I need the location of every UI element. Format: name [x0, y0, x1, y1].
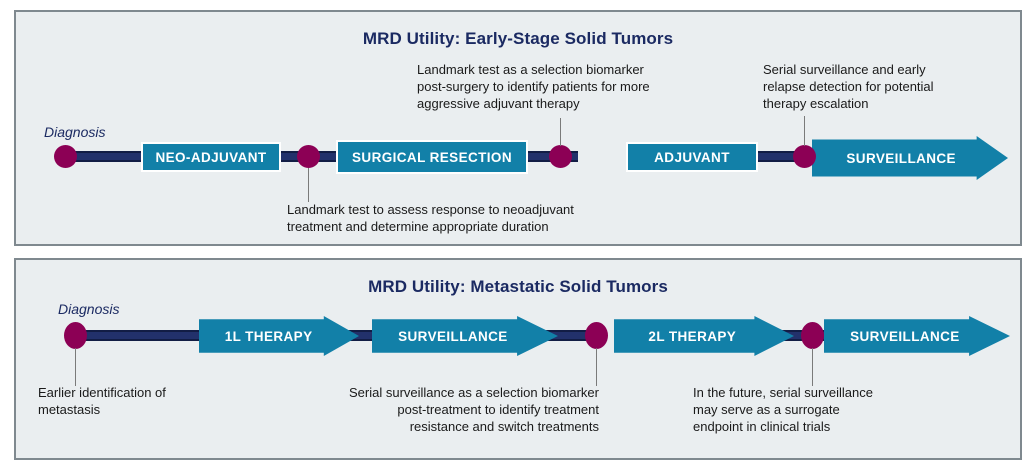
milestone-dot-post-adjuvant[interactable] — [793, 145, 816, 168]
callout-line: metastasis — [38, 402, 101, 417]
leader-line-post-surveillance-1 — [596, 348, 597, 386]
stage-adjuvant[interactable]: ADJUVANT — [626, 142, 758, 172]
callout-line: endpoint in clinical trials — [693, 419, 831, 434]
leader-line-post-2l-therapy — [812, 348, 813, 386]
stage-label: SURVEILLANCE — [850, 328, 960, 344]
callout-line: Serial surveillance as a selection bioma… — [348, 385, 599, 400]
panel-title-metastatic: MRD Utility: Metastatic Solid Tumors — [368, 277, 668, 296]
milestone-dot-post-surgery[interactable] — [549, 145, 572, 168]
callout-line: may serve as a surrogate — [693, 402, 840, 417]
callout-surrogate-endpoint: In the future, serial surveillance may s… — [693, 384, 943, 435]
callout-serial-surveillance-relapse: Serial surveillance and early relapse de… — [763, 61, 1003, 112]
callout-line: Earlier identification of — [38, 385, 166, 400]
callout-line: aggressive adjuvant therapy — [417, 96, 580, 111]
leader-line-diagnosis — [75, 348, 76, 386]
stage-2l-therapy[interactable]: 2L THERAPY — [614, 316, 794, 356]
stage-1l-therapy[interactable]: 1L THERAPY — [199, 316, 359, 356]
milestone-dot-post-surveillance-1[interactable] — [585, 322, 608, 349]
milestone-dot-diagnosis[interactable] — [64, 322, 87, 349]
callout-line: Serial surveillance and early — [763, 62, 926, 77]
callout-line: post-surgery to identify patients for mo… — [417, 79, 650, 94]
callout-earlier-identification: Earlier identification of metastasis — [38, 384, 228, 418]
connector-segment-1 — [78, 330, 208, 341]
panel-title-early-stage: MRD Utility: Early-Stage Solid Tumors — [362, 29, 674, 48]
callout-post-surgery-biomarker: Landmark test as a selection biomarker p… — [417, 61, 707, 112]
milestone-dot-post-neoadjuvant[interactable] — [297, 145, 320, 168]
callout-line: treatment and determine appropriate dura… — [287, 219, 549, 234]
stage-surveillance[interactable]: SURVEILLANCE — [812, 136, 1008, 180]
leader-line-post-adjuvant — [804, 116, 805, 146]
callout-line: resistance and switch treatments — [409, 419, 599, 434]
stage-surveillance-2[interactable]: SURVEILLANCE — [824, 316, 1010, 356]
connector-segment-3 — [541, 330, 607, 341]
stage-label: 1L THERAPY — [224, 328, 313, 344]
milestone-dot-diagnosis[interactable] — [54, 145, 77, 168]
stage-neo-adjuvant[interactable]: NEO-ADJUVANT — [141, 142, 281, 172]
callout-line: therapy escalation — [763, 96, 869, 111]
callout-neoadjuvant-response: Landmark test to assess response to neoa… — [287, 201, 687, 235]
diagnosis-label-metastatic: Diagnosis — [58, 301, 120, 317]
stage-label: SURGICAL RESECTION — [352, 149, 512, 165]
stage-surveillance-1[interactable]: SURVEILLANCE — [372, 316, 558, 356]
callout-line: relapse detection for potential — [763, 79, 934, 94]
connector-segment-3 — [516, 151, 578, 162]
callout-serial-surveillance-selection: Serial surveillance as a selection bioma… — [266, 384, 599, 435]
stage-label: 2L THERAPY — [648, 328, 737, 344]
milestone-dot-post-2l-therapy[interactable] — [801, 322, 824, 349]
callout-line: In the future, serial surveillance — [693, 385, 873, 400]
stage-label: SURVEILLANCE — [846, 150, 956, 166]
callout-line: Landmark test to assess response to neoa… — [287, 202, 574, 217]
connector-segment-2 — [346, 330, 378, 341]
connector-segment-1 — [64, 151, 154, 162]
leader-line-post-surgery — [560, 118, 561, 146]
callout-line: Landmark test as a selection biomarker — [417, 62, 644, 77]
connector-segment-4 — [743, 151, 810, 162]
stage-label: NEO-ADJUVANT — [155, 149, 267, 165]
leader-line-post-neoadjuvant — [308, 168, 309, 202]
diagnosis-label-early-stage: Diagnosis — [44, 124, 106, 140]
stage-label: ADJUVANT — [654, 149, 730, 165]
panel-metastatic-solid-tumors: MRD Utility: Metastatic Solid Tumors Dia… — [14, 258, 1022, 460]
callout-line: post-treatment to identify treatment — [397, 402, 599, 417]
stage-surgical-resection[interactable]: SURGICAL RESECTION — [336, 140, 528, 174]
stage-label: SURVEILLANCE — [398, 328, 508, 344]
panel-early-stage-solid-tumors: MRD Utility: Early-Stage Solid Tumors Di… — [14, 10, 1022, 246]
